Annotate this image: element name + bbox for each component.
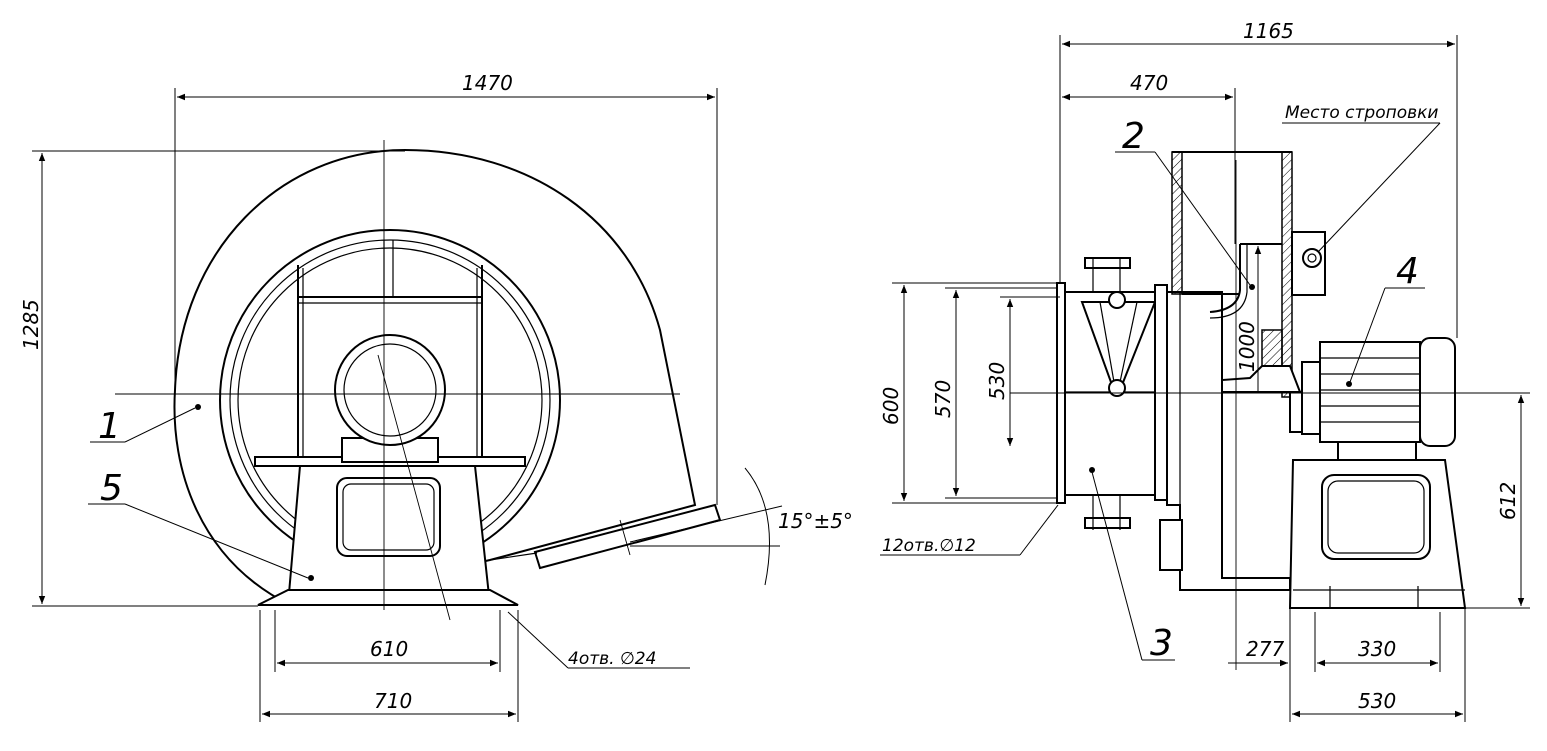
motor-body	[1319, 341, 1421, 443]
dim-612: 612	[1496, 482, 1520, 520]
callout-2: 2	[1122, 116, 1145, 157]
dim-1285: 1285	[19, 299, 43, 350]
dim-330: 330	[1358, 637, 1396, 661]
dim-530: 530	[985, 362, 1009, 400]
note-flange-holes: 12отв.∅12	[882, 536, 976, 556]
motor-end-outer	[334, 334, 446, 446]
callout-3: 3	[1150, 623, 1173, 664]
dim-570: 570	[931, 380, 955, 418]
base-plate	[257, 589, 519, 606]
callout-5: 5	[100, 468, 123, 509]
note-lifting-point: Место строповки	[1285, 103, 1438, 123]
side-view: 1165 470 600 570 530 1000 612 277 330	[879, 19, 1530, 722]
dim-530-base: 530	[1358, 689, 1396, 713]
motor-fan-cover	[1419, 337, 1456, 447]
note-base-holes: 4отв. ∅24	[568, 649, 656, 669]
dim-1470: 1470	[462, 71, 513, 95]
impeller-hub	[1221, 365, 1302, 393]
outlet-flange	[533, 503, 722, 570]
dim-angle: 15°±5°	[778, 509, 853, 533]
dim-610: 610	[370, 637, 408, 661]
callout-4: 4	[1396, 251, 1419, 292]
stand-window	[336, 477, 441, 557]
dim-600: 600	[879, 387, 903, 425]
callout-1: 1	[98, 406, 121, 447]
front-view: 1470 1285 610 710 4отв. ∅24 15°±5° 1 5	[19, 71, 853, 722]
dim-710: 710	[374, 689, 412, 713]
dim-1165: 1165	[1243, 19, 1294, 43]
dim-1000: 1000	[1235, 321, 1259, 372]
dim-470: 470	[1130, 71, 1168, 95]
dim-277: 277	[1246, 637, 1284, 661]
